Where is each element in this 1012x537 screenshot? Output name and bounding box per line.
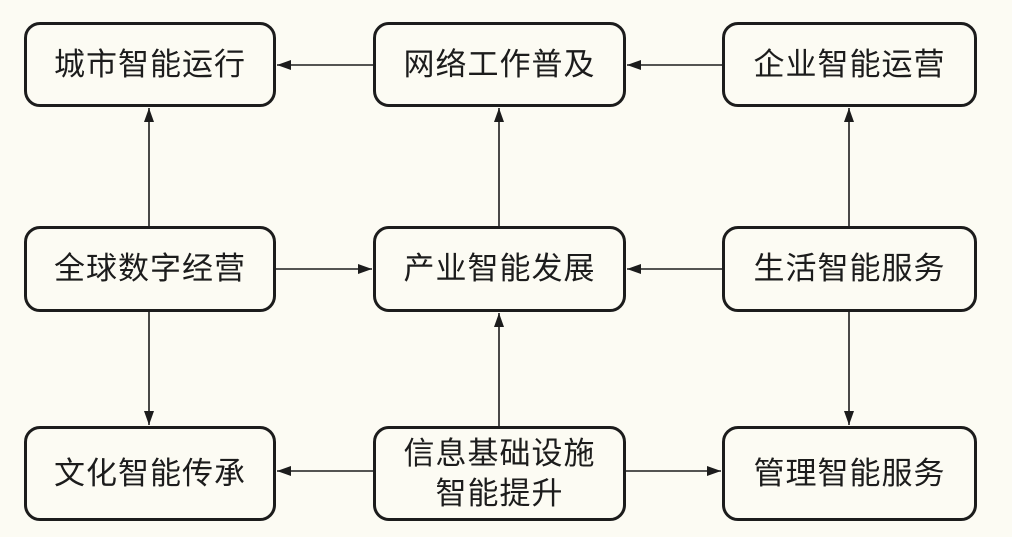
- node-network-work: 网络工作普及: [373, 22, 626, 107]
- node-enterprise-operation-label: 企业智能运营: [753, 46, 946, 83]
- node-city-operation: 城市智能运行: [24, 22, 276, 107]
- node-global-digital-label: 全球数字经营: [54, 251, 246, 287]
- node-global-digital: 全球数字经营: [24, 226, 276, 312]
- node-industry-development: 产业智能发展: [373, 226, 626, 312]
- node-infrastructure-label-line2: 智能提升: [435, 475, 564, 512]
- node-network-work-label: 网络工作普及: [403, 46, 596, 83]
- node-life-service: 生活智能服务: [722, 226, 977, 312]
- node-industry-development-label: 产业智能发展: [403, 251, 596, 287]
- node-infrastructure-label-line1: 信息基础设施: [403, 435, 596, 472]
- node-enterprise-operation: 企业智能运营: [722, 22, 977, 107]
- node-management-service-label: 管理智能服务: [753, 455, 946, 492]
- node-life-service-label: 生活智能服务: [753, 251, 946, 287]
- node-culture-heritage: 文化智能传承: [24, 426, 276, 521]
- node-management-service: 管理智能服务: [722, 426, 977, 521]
- node-city-operation-label: 城市智能运行: [54, 46, 246, 83]
- node-culture-heritage-label: 文化智能传承: [54, 455, 246, 492]
- node-infrastructure: 信息基础设施 智能提升: [373, 426, 626, 521]
